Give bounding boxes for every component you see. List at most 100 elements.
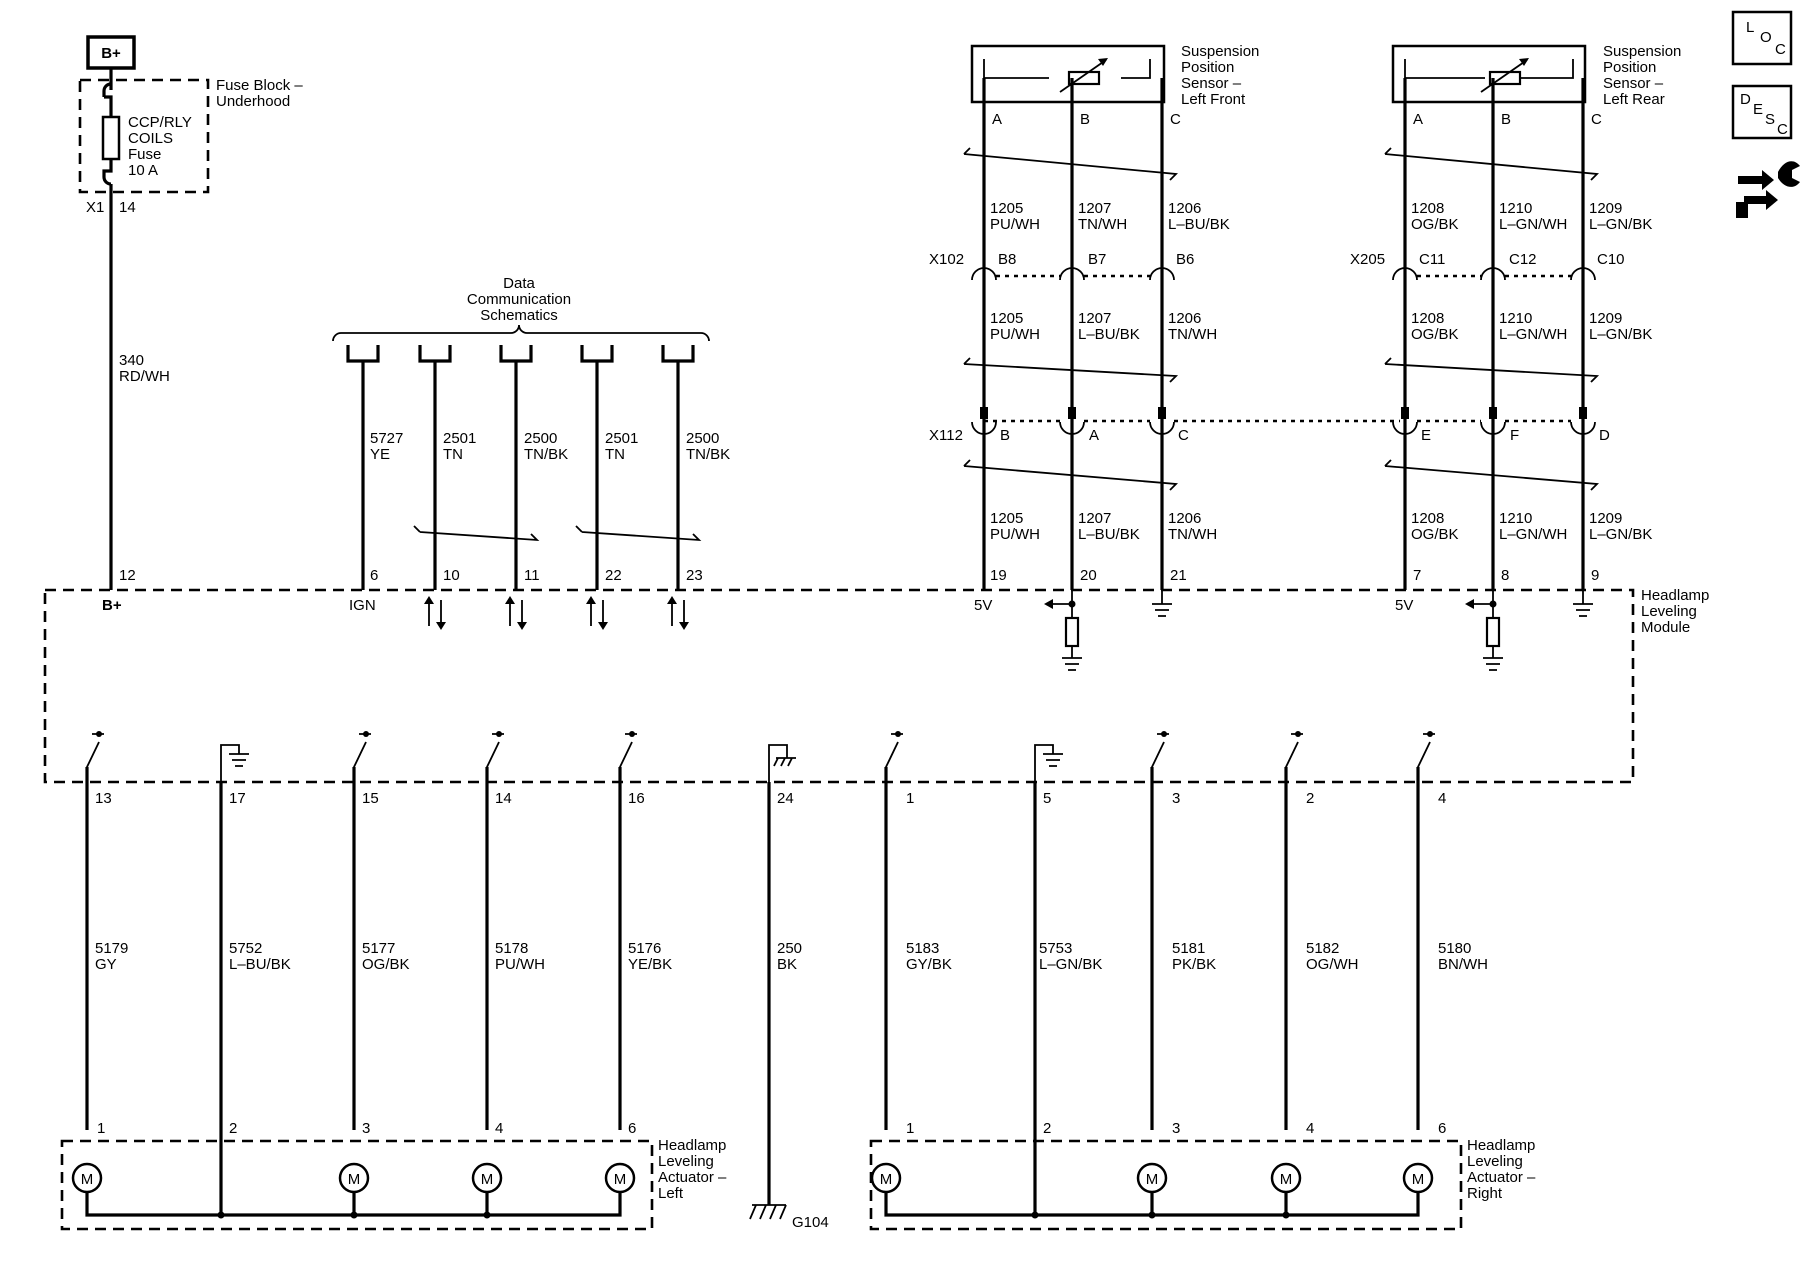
sensor-lf-title-2: Position: [1181, 59, 1234, 76]
desc-letter-c: C: [1777, 121, 1788, 138]
connector-tool-icon[interactable]: [1736, 161, 1800, 218]
wire-5177-color: OG/BK: [362, 956, 410, 973]
fuse-block-title-1: Fuse Block –: [216, 77, 303, 94]
motor-label: M: [1146, 1171, 1159, 1188]
connector-x112: X112: [929, 427, 963, 444]
wire-1207-mid-color: L–BU/BK: [1078, 326, 1140, 343]
wire-2500-color: TN/BK: [524, 446, 568, 463]
loc-letter-c: C: [1775, 41, 1786, 58]
fuse-rating: 10 A: [128, 162, 158, 179]
wire-1207-bot-number: 1207: [1078, 510, 1111, 527]
actuator-left-title-3: Actuator –: [658, 1169, 727, 1186]
module-pin-19: 19: [990, 567, 1007, 584]
data-comm-title-1: Data: [503, 275, 535, 292]
wire-5179-number: 5179: [95, 940, 128, 957]
module-pin-1: 1: [906, 790, 914, 807]
fuse-block-title-2: Underhood: [216, 93, 290, 110]
power-source: B+: [86, 35, 136, 70]
actuator-left-title-4: Left: [658, 1185, 684, 1202]
wire-2500-number: 2500: [524, 430, 557, 447]
actuator-left-pin-3: 3: [362, 1120, 370, 1137]
wire-1208-mid-color: OG/BK: [1411, 326, 1459, 343]
wire-1205-number: 1205: [990, 200, 1023, 217]
sensor-lf-title-4: Left Front: [1181, 91, 1246, 108]
wire-1210-color: L–GN/WH: [1499, 216, 1567, 233]
module-pin-21: 21: [1170, 567, 1187, 584]
resistor-icon: [1485, 616, 1501, 648]
wire-340-color: RD/WH: [119, 368, 170, 385]
loc-letter-o: O: [1760, 29, 1772, 46]
fuse-connector: X1: [86, 199, 104, 216]
headlamp-leveling-actuator-right: M M M M 1 2 3 4 6 Headlamp Leveling Actu…: [869, 1120, 1536, 1231]
loc-letter-l: L: [1746, 19, 1754, 36]
x205-pin-c12: C12: [1509, 251, 1537, 268]
wire-5183-number: 5183: [906, 940, 939, 957]
module-pin-6: 6: [370, 567, 378, 584]
wire-5182-number: 5182: [1306, 940, 1339, 957]
wire-1207-mid-number: 1207: [1078, 310, 1111, 327]
loc-button[interactable]: L O C: [1731, 10, 1793, 66]
module-5v-lr-label: 5V: [1395, 597, 1413, 614]
fuse-name-2: COILS: [128, 130, 173, 147]
module-title-1: Headlamp: [1641, 587, 1709, 604]
actuator-left-pin-2: 2: [229, 1120, 237, 1137]
suspension-sensor-left-rear: Suspension Position Sensor – Left Rear A…: [1350, 43, 1681, 590]
motor-label: M: [1412, 1171, 1425, 1188]
desc-letter-e: E: [1753, 101, 1763, 118]
motor-label: M: [1280, 1171, 1293, 1188]
wire-1208-number: 1208: [1411, 200, 1444, 217]
low-side-driver-switches: [86, 731, 1435, 782]
actuator-left-pin-1: 1: [97, 1120, 105, 1137]
sensor-input-circuit-lr: [1465, 590, 1503, 671]
module-pin-9: 9: [1591, 567, 1599, 584]
actuator-left-pin-4: 4: [495, 1120, 503, 1137]
motor-icon: M M M M: [870, 1162, 1434, 1194]
wire-1210-mid-color: L–GN/WH: [1499, 326, 1567, 343]
sensor-lr-pin-b: B: [1501, 111, 1511, 128]
module-pin-15: 15: [362, 790, 379, 807]
x112-pin-b: B: [1000, 427, 1010, 444]
wire-5176-color: YE/BK: [628, 956, 672, 973]
wire-5752-number: 5752: [229, 940, 262, 957]
wire-1210-bot-number: 1210: [1499, 510, 1532, 527]
wire-1209-mid-number: 1209: [1589, 310, 1622, 327]
module-pin-23: 23: [686, 567, 703, 584]
module-title-2: Leveling: [1641, 603, 1697, 620]
wire-1207-number: 1207: [1078, 200, 1111, 217]
sensor-lr-title-3: Sensor –: [1603, 75, 1664, 92]
wire-1206-bot-number: 1206: [1168, 510, 1201, 527]
sensor-input-circuit-lf: [1044, 590, 1082, 671]
wire-5753-color: L–GN/BK: [1039, 956, 1102, 973]
connector-x102: X102: [929, 251, 964, 268]
wire-5753-number: 5753: [1039, 940, 1072, 957]
ground-g104-label: G104: [792, 1214, 829, 1231]
module-pin-3: 3: [1172, 790, 1180, 807]
fuse-pin: 14: [119, 199, 136, 216]
desc-letter-d: D: [1740, 91, 1751, 108]
data-comm-title-2: Communication: [467, 291, 571, 308]
wire-5752-color: L–BU/BK: [229, 956, 291, 973]
sensor-lr-title-4: Left Rear: [1603, 91, 1665, 108]
wire-1205-bot-color: PU/WH: [990, 526, 1040, 543]
wire-1209-color: L–GN/BK: [1589, 216, 1652, 233]
wire-1209-mid-color: L–GN/BK: [1589, 326, 1652, 343]
wire-250-number: 250: [777, 940, 802, 957]
wire-1210-mid-number: 1210: [1499, 310, 1532, 327]
actuator-right-pin-2: 2: [1043, 1120, 1051, 1137]
module-pin-16: 16: [628, 790, 645, 807]
wire-5176-number: 5176: [628, 940, 661, 957]
module-title-3: Module: [1641, 619, 1690, 636]
module-pin-11: 11: [524, 567, 540, 584]
module-pin-24: 24: [777, 790, 794, 807]
desc-button[interactable]: D E S C: [1731, 84, 1793, 140]
x112-pin-e: E: [1421, 427, 1431, 444]
wire-1208-mid-number: 1208: [1411, 310, 1444, 327]
module-pin-14: 14: [495, 790, 512, 807]
module-pin-8: 8: [1501, 567, 1509, 584]
x112-pin-f: F: [1510, 427, 1519, 444]
sensor-lf-pin-c: C: [1170, 111, 1181, 128]
wire-5178-color: PU/WH: [495, 956, 545, 973]
wire-1207-bot-color: L–BU/BK: [1078, 526, 1140, 543]
x112-pin-c: C: [1178, 427, 1189, 444]
wire-1210-number: 1210: [1499, 200, 1532, 217]
